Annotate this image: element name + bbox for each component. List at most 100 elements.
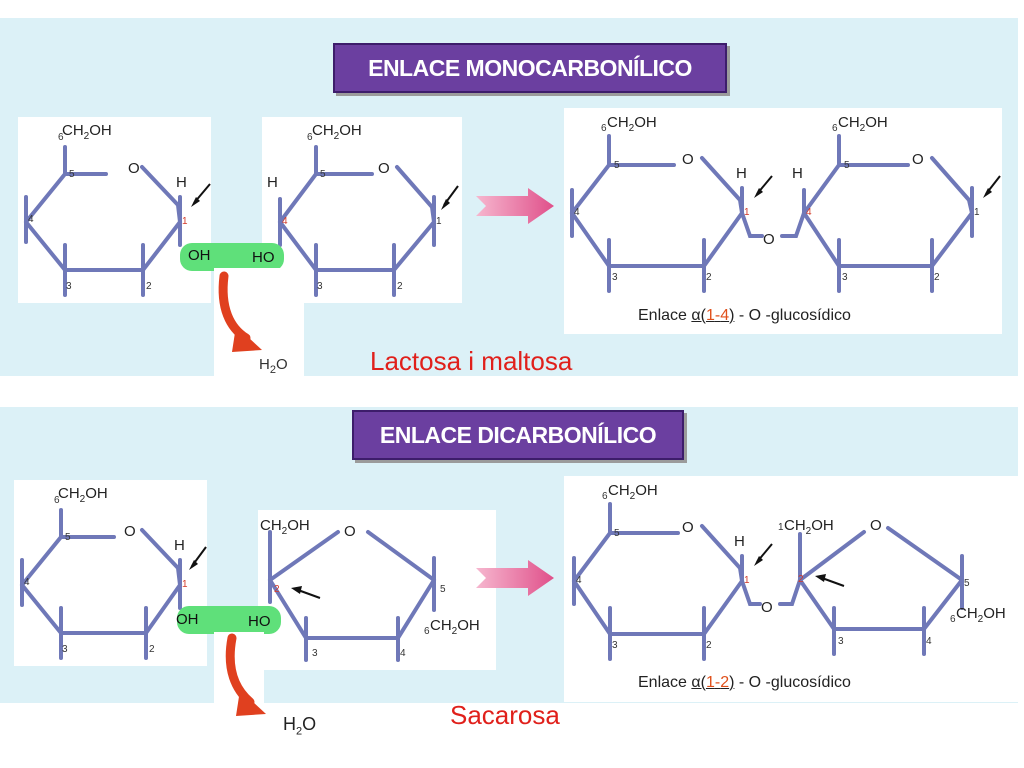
glycosidic-oxygen: O bbox=[761, 599, 773, 616]
top-water-label: H2O bbox=[259, 356, 288, 376]
c5-num: 5 bbox=[614, 528, 620, 539]
c3-num: 3 bbox=[312, 648, 318, 659]
c4-num: 4 bbox=[806, 207, 812, 218]
glucose-ring-left: 6 CH2OH O H 5 4 3 2 1 bbox=[20, 485, 207, 660]
h-label: H bbox=[174, 537, 185, 554]
ring-oxygen: O bbox=[344, 523, 356, 540]
c1-num: 1 bbox=[744, 575, 750, 586]
oh-label: OH bbox=[188, 247, 211, 264]
ch2oh-label: CH2OH bbox=[838, 114, 888, 134]
c2-num: 2 bbox=[149, 644, 155, 655]
c4-num: 4 bbox=[400, 648, 406, 659]
c1-num: 1 bbox=[182, 579, 188, 590]
curved-red-arrow-icon bbox=[218, 271, 262, 352]
c4-num: 4 bbox=[574, 207, 580, 218]
maltose-product: 6 CH2OH 6 CH2OH O O H H O 5 4 3 2 1 5 4 … bbox=[570, 114, 1001, 293]
c3-num: 3 bbox=[66, 281, 72, 292]
ring-oxygen: O bbox=[378, 160, 390, 177]
c6-num: 6 bbox=[58, 132, 64, 143]
c5-num: 5 bbox=[320, 169, 326, 180]
c1-num: 1 bbox=[778, 522, 784, 533]
ring-oxygen: O bbox=[128, 160, 140, 177]
reaction-arrow-icon bbox=[476, 560, 554, 596]
c3-num: 3 bbox=[612, 272, 618, 283]
c3-num: 3 bbox=[317, 281, 323, 292]
c2-num: 2 bbox=[146, 281, 152, 292]
sucrose-product: 6 CH2OH O H O 1 CH2OH O 5 4 3 2 1 2 3 4 … bbox=[572, 482, 1006, 661]
arrow-c2-icon bbox=[821, 577, 845, 587]
c6-num: 6 bbox=[307, 132, 313, 143]
bottom-water-label: H2O bbox=[283, 714, 317, 738]
ring-oxygen: O bbox=[124, 523, 136, 540]
c2-num: 2 bbox=[934, 272, 940, 283]
curved-red-arrow-icon bbox=[225, 633, 266, 716]
top-reactant-left: 6 CH2OH O H 5 4 3 2 1 bbox=[18, 117, 211, 303]
c5-num: 5 bbox=[69, 169, 75, 180]
ch2oh-label: CH2OH bbox=[607, 114, 657, 134]
c2-num: 2 bbox=[706, 640, 712, 651]
h-label: H bbox=[736, 165, 747, 182]
reaction-arrow-icon bbox=[476, 188, 554, 224]
fructose-ring: CH2OH O 2 3 4 5 6 CH2OH bbox=[260, 517, 480, 662]
ch2oh-label: CH2OH bbox=[260, 517, 310, 537]
c5-num: 5 bbox=[440, 584, 446, 595]
h-label: H bbox=[176, 174, 187, 191]
c6-num: 6 bbox=[424, 626, 430, 637]
ho-label: HO bbox=[248, 613, 271, 630]
ring-oxygen: O bbox=[912, 151, 924, 168]
c4-num: 4 bbox=[24, 577, 30, 588]
glucose-ring-right: 6 CH2OH O H 5 4 3 2 1 bbox=[267, 122, 459, 297]
ch2oh-6-label: CH2OH bbox=[430, 617, 480, 637]
c1-num: 1 bbox=[974, 207, 980, 218]
c4-num: 4 bbox=[282, 216, 288, 227]
oh-ho-highlight bbox=[177, 606, 281, 634]
c1-num: 1 bbox=[436, 216, 442, 227]
ring-oxygen: O bbox=[682, 151, 694, 168]
top-reactant-right: 6 CH2OH O H 5 4 3 2 1 bbox=[262, 117, 462, 303]
arrow-c2-icon bbox=[297, 589, 321, 599]
c5-num: 5 bbox=[964, 578, 970, 589]
h-label: H bbox=[792, 165, 803, 182]
c1-num: 1 bbox=[744, 207, 750, 218]
top-caption: Lactosa i maltosa bbox=[370, 346, 573, 376]
ch2oh-right-label: CH2OH bbox=[784, 517, 834, 537]
c5-num: 5 bbox=[844, 160, 850, 171]
ch2oh-label: CH2OH bbox=[58, 485, 108, 505]
ho-label: HO bbox=[252, 249, 275, 266]
ring-oxygen: O bbox=[870, 517, 882, 534]
top-product: 6 CH2OH 6 CH2OH O O H H O 5 4 3 2 1 5 4 … bbox=[564, 108, 1002, 334]
c4-num: 4 bbox=[28, 214, 34, 225]
bottom-product: 6 CH2OH O H O 1 CH2OH O 5 4 3 2 1 2 3 4 … bbox=[564, 476, 1020, 702]
bottom-banner: ENLACE DICARBONÍLICO bbox=[352, 410, 684, 460]
bottom-reactant-right: CH2OH O 2 3 4 5 6 CH2OH bbox=[258, 510, 496, 670]
top-banner: ENLACE MONOCARBONÍLICO bbox=[333, 43, 727, 93]
oh-label: OH bbox=[176, 611, 199, 628]
c6-num: 6 bbox=[602, 491, 608, 502]
c5-num: 5 bbox=[65, 532, 71, 543]
c4-num: 4 bbox=[926, 636, 932, 647]
bottom-caption: Sacarosa bbox=[450, 700, 560, 730]
c4-num: 4 bbox=[576, 575, 582, 586]
ch2oh-label: CH2OH bbox=[312, 122, 362, 142]
c6-num: 6 bbox=[54, 495, 60, 506]
oh-ho-highlight bbox=[180, 243, 284, 271]
ch2oh-label: CH2OH bbox=[62, 122, 112, 142]
c3-num: 3 bbox=[838, 636, 844, 647]
c6-num: 6 bbox=[832, 123, 838, 134]
c2-num: 2 bbox=[397, 281, 403, 292]
ch2oh-6-label: CH2OH bbox=[956, 605, 1006, 625]
bottom-reactant-left: 6 CH2OH O H 5 4 3 2 1 bbox=[14, 480, 207, 666]
c1-num: 1 bbox=[182, 216, 188, 227]
c6-num: 6 bbox=[601, 123, 607, 134]
c3-num: 3 bbox=[62, 644, 68, 655]
c2-num: 2 bbox=[706, 272, 712, 283]
h-label: H bbox=[267, 174, 278, 191]
c6-num: 6 bbox=[950, 614, 956, 625]
top-linkage-label: Enlace α(1-4) - O -glucosídico bbox=[638, 307, 851, 324]
glucose-ring-left: 6 CH2OH O H 5 4 3 2 1 bbox=[24, 122, 211, 297]
c3-num: 3 bbox=[842, 272, 848, 283]
bottom-linkage-label: Enlace α(1-2) - O -glucosídico bbox=[638, 674, 851, 691]
glycosidic-oxygen: O bbox=[763, 231, 775, 248]
c2-num: 2 bbox=[274, 584, 280, 595]
ch2oh-label: CH2OH bbox=[608, 482, 658, 502]
